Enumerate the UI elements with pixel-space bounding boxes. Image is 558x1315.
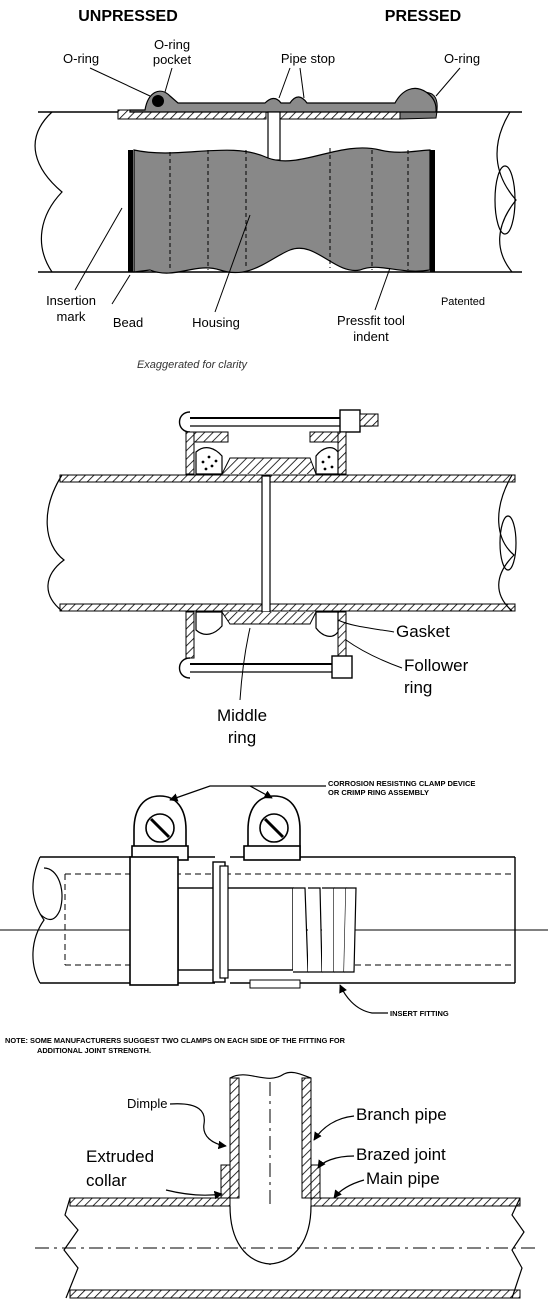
note-line2: ADDITIONAL JOINT STRENGTH. [37,1046,151,1055]
label-insert-fitting: INSERT FITTING [390,1009,449,1018]
label-insertion-mark-line2: mark [57,309,86,324]
branch-pipe [229,1071,312,1265]
label-oring-right: O-ring [444,51,480,66]
label-brazed-joint: Brazed joint [356,1145,446,1164]
label-extruded-collar-line2: collar [86,1171,127,1190]
pipe-gap [261,475,271,613]
label-oring-left: O-ring [63,51,99,66]
pipe-stop [267,111,281,161]
label-housing: Housing [192,315,240,330]
bead-right [430,150,435,272]
fig2-leaders [239,619,403,701]
label-pipe-stop: Pipe stop [281,51,335,66]
housing [133,147,431,274]
fitting-top-profile [129,87,437,113]
label-pressfit-line2: indent [353,329,389,344]
label-patented: Patented [441,296,485,308]
fig4-leaders [165,1103,365,1200]
label-follower-ring-line2: ring [404,678,432,697]
pipe-horizontal [46,474,517,612]
label-clamp-line1: CORROSION RESISTING CLAMP DEVICE [328,779,475,788]
note-line1: NOTE: SOME MANUFACTURERS SUGGEST TWO CLA… [5,1036,346,1045]
clamp-right [243,795,301,861]
housing-dashes [169,148,409,270]
label-dimple: Dimple [127,1096,167,1111]
heading-pressed: PRESSED [385,8,461,25]
figure-mechanical-coupling: Gasket Follower ring Middle ring [46,409,517,747]
label-gasket: Gasket [396,622,450,641]
oring-unpressed [152,95,164,107]
fig1-leaders [74,67,461,313]
label-pressfit-line1: Pressfit tool [337,313,405,328]
label-middle-ring-line2: ring [228,728,256,747]
caption-exaggerated: Exaggerated for clarity [137,359,249,371]
figure-pressfit-joint: UNPRESSED PRESSED O-ring O-ring pocket P… [34,8,522,371]
coupling-bottom [178,611,353,679]
fig3-leaders [169,785,388,1014]
label-bead: Bead [113,315,143,330]
figure-insert-fitting: CORROSION RESISTING CLAMP DEVICE OR CRIM… [0,779,548,1055]
label-clamp-line2: OR CRIMP RING ASSEMBLY [328,788,429,797]
label-middle-ring-line1: Middle [217,706,267,725]
label-follower-ring-line1: Follower [404,656,469,675]
label-oring-pocket-line2: pocket [153,52,192,67]
bead-left [128,150,133,272]
main-pipe [35,1197,540,1299]
label-oring-pocket-line1: O-ring [154,37,190,52]
figure-extruded-branch: Dimple Branch pipe Brazed joint Main pip… [35,1071,540,1299]
label-branch-pipe: Branch pipe [356,1105,447,1124]
coupling-top [178,409,379,475]
label-main-pipe: Main pipe [366,1169,440,1188]
label-extruded-collar-line1: Extruded [86,1147,154,1166]
heading-unpressed: UNPRESSED [78,8,178,25]
insert-fitting [177,861,357,989]
clamp-left [129,795,189,986]
label-insertion-mark-line1: Insertion [46,293,96,308]
